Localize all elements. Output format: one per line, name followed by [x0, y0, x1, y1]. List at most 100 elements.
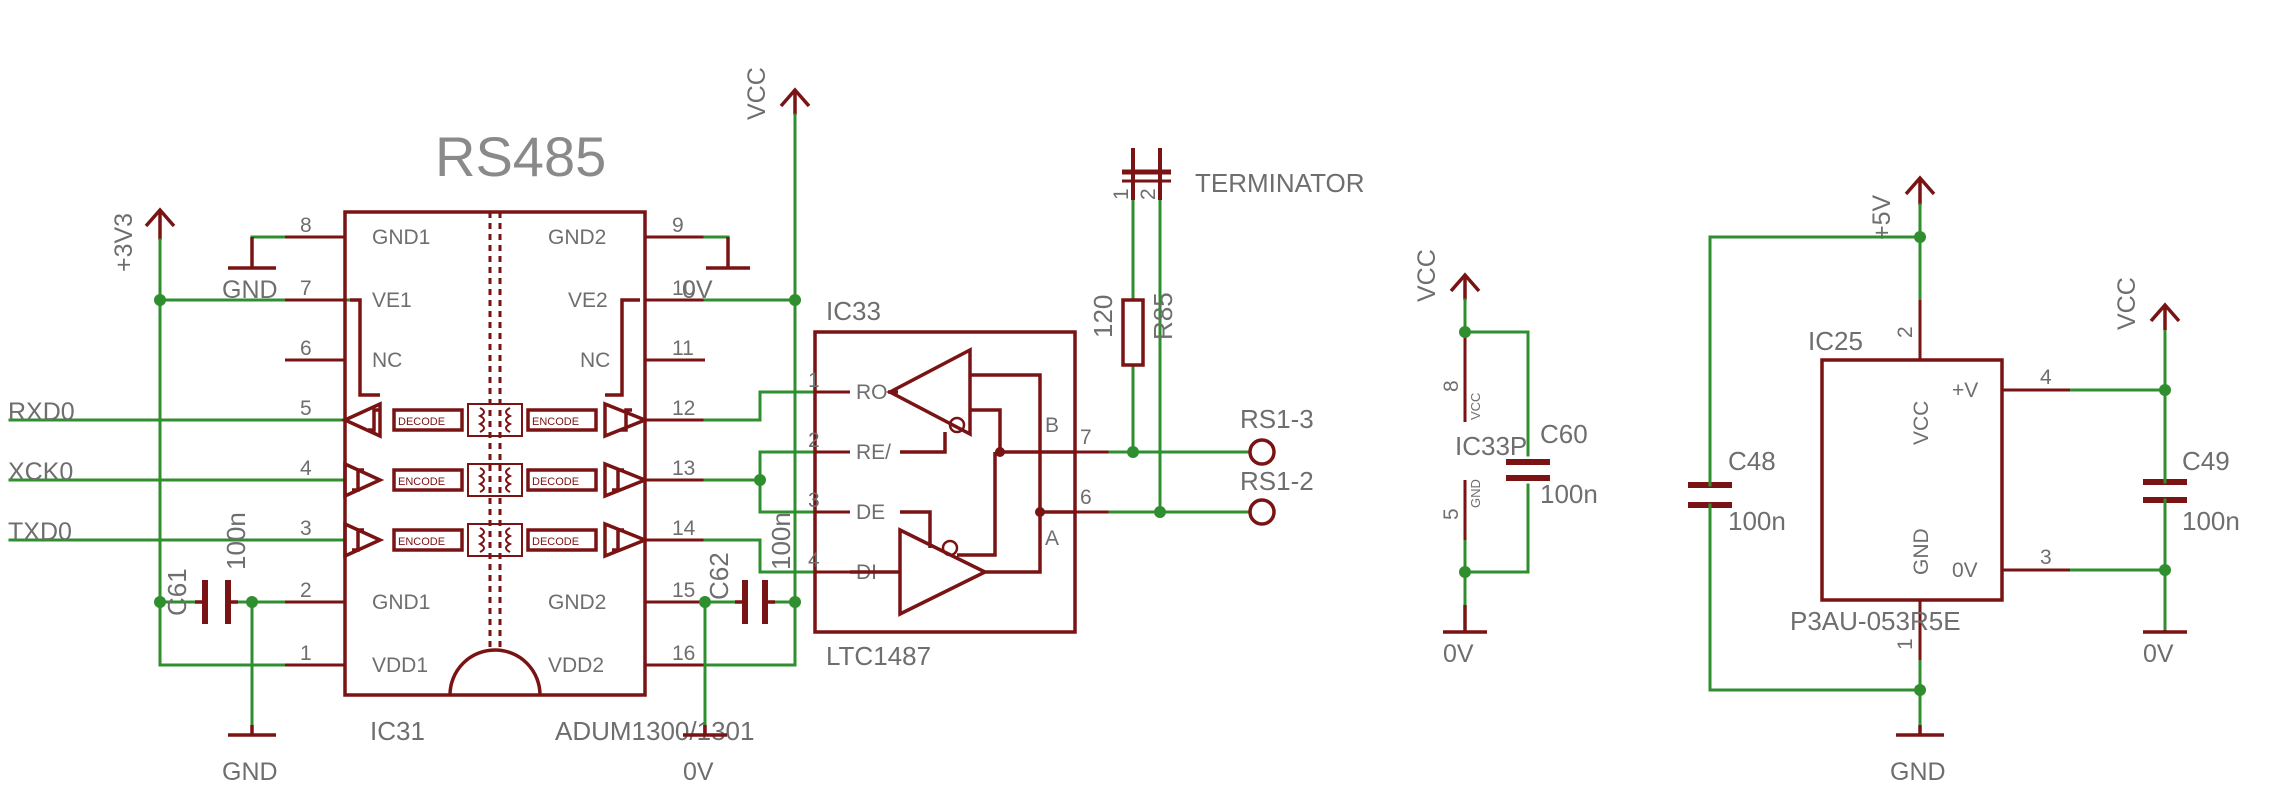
svg-text:VCC: VCC [2113, 277, 2141, 330]
svg-text:100n: 100n [221, 512, 251, 570]
jumper-terminator: 1 2 TERMINATOR [1110, 148, 1364, 200]
ic33p-name: IC33P [1455, 431, 1527, 461]
wires-bus [1108, 198, 1252, 518]
svg-text:DE: DE [856, 501, 885, 524]
svg-text:RE/: RE/ [856, 441, 891, 464]
svg-text:RO: RO [856, 381, 888, 404]
svg-text:4: 4 [808, 549, 820, 572]
svg-text:ENCODE: ENCODE [532, 416, 579, 428]
svg-text:GND: GND [222, 758, 278, 786]
svg-text:100n: 100n [1540, 479, 1598, 509]
svg-text:1: 1 [808, 369, 820, 392]
ic25-value: P3AU-053R5E [1790, 606, 1961, 636]
svg-text:NC: NC [580, 349, 610, 372]
svg-text:4: 4 [300, 457, 312, 480]
svg-text:1: 1 [1894, 638, 1917, 650]
capacitor-c49: C49 100n [2143, 446, 2240, 536]
ic33-transceiver: IC33 LTC1487 1 2 3 4 RO RE/ DE DI B A [808, 296, 1110, 671]
svg-text:9: 9 [672, 214, 684, 237]
svg-text:4: 4 [2040, 366, 2052, 389]
svg-text:100n: 100n [766, 512, 796, 570]
ic25-dcdc: IC25 P3AU-053R5E 2 VCC 1 GND 4 +V 3 0V [1790, 300, 2070, 660]
svg-text:2: 2 [1137, 188, 1160, 200]
svg-text:8: 8 [1440, 380, 1463, 392]
svg-text:GND1: GND1 [372, 591, 430, 614]
svg-text:14: 14 [672, 517, 696, 540]
svg-text:VDD1: VDD1 [372, 654, 428, 677]
capacitor-c48: C48 100n [1688, 446, 1786, 536]
svg-text:12: 12 [672, 397, 695, 420]
ic33p-power: 8 VCC 5 GND IC33P [1440, 298, 1530, 607]
wires-middle [699, 113, 817, 727]
gnd-symbol-ic25: GND [1890, 725, 1946, 786]
svg-text:7: 7 [1080, 426, 1092, 449]
svg-text:C48: C48 [1728, 446, 1776, 476]
net-xck0: XCK0 [8, 458, 73, 486]
svg-text:3: 3 [808, 489, 820, 512]
svg-text:2: 2 [300, 579, 312, 602]
ic31-name: IC31 [370, 716, 425, 746]
svg-text:2: 2 [808, 429, 820, 452]
svg-text:7: 7 [300, 277, 312, 300]
svg-text:C49: C49 [2182, 446, 2230, 476]
schematic-title: RS485 [435, 125, 606, 188]
svg-text:VE2: VE2 [568, 289, 608, 312]
ic33-value: LTC1487 [826, 641, 931, 671]
svg-text:VCC: VCC [743, 67, 771, 120]
svg-text:1: 1 [300, 642, 312, 665]
supply-vcc-right: VCC [2113, 277, 2181, 330]
svg-text:8: 8 [300, 214, 312, 237]
svg-text:0V: 0V [1952, 559, 1978, 582]
svg-text:5: 5 [300, 397, 312, 420]
svg-text:VDD2: VDD2 [548, 654, 604, 677]
supply-vcc-ic33p: VCC [1413, 249, 1481, 302]
net-txd0: TXD0 [8, 518, 72, 546]
svg-text:GND: GND [1910, 528, 1933, 575]
svg-text:2: 2 [1894, 326, 1917, 338]
svg-text:0V: 0V [2143, 640, 2174, 668]
wires-left [8, 235, 352, 727]
svg-text:100n: 100n [2182, 506, 2240, 536]
ic31-isolator: 8 7 6 5 4 3 2 1 GND1 VE1 NC GND1 VDD1 9 … [285, 210, 754, 746]
ic33-name: IC33 [826, 296, 881, 326]
svg-text:+3V3: +3V3 [110, 213, 138, 272]
supply-3v3: +3V3 [110, 207, 176, 272]
svg-text:RS1-3: RS1-3 [1240, 404, 1314, 434]
svg-text:A: A [1045, 527, 1059, 550]
svg-text:GND: GND [1468, 479, 1483, 508]
svg-text:VE1: VE1 [372, 289, 412, 312]
terminator-label: TERMINATOR [1195, 168, 1364, 198]
svg-text:10: 10 [672, 277, 695, 300]
svg-text:11: 11 [672, 337, 694, 360]
svg-text:16: 16 [672, 642, 695, 665]
svg-text:GND: GND [222, 276, 278, 304]
svg-text:6: 6 [300, 337, 312, 360]
resistor-r85: 120 R85 [1088, 292, 1178, 367]
zero-v-symbol-middle: 0V [683, 725, 727, 786]
svg-text:GND2: GND2 [548, 226, 606, 249]
svg-text:0V: 0V [683, 758, 714, 786]
svg-text:C61: C61 [162, 568, 192, 616]
supply-vcc-middle: VCC [743, 67, 811, 120]
svg-text:ENCODE: ENCODE [398, 476, 445, 488]
svg-text:VCC: VCC [1910, 401, 1933, 445]
svg-text:100n: 100n [1728, 506, 1786, 536]
svg-text:DECODE: DECODE [532, 476, 579, 488]
capacitor-c60: C60 100n [1506, 419, 1598, 509]
svg-text:GND: GND [1890, 758, 1946, 786]
supply-5v: +5V [1868, 175, 1936, 240]
ic25-name: IC25 [1808, 326, 1863, 356]
svg-text:C62: C62 [704, 552, 734, 600]
svg-text:0V: 0V [682, 276, 713, 304]
svg-text:NC: NC [372, 349, 402, 372]
svg-text:VCC: VCC [1413, 249, 1441, 302]
gnd-symbol-bottom-left: GND [222, 725, 278, 786]
net-rxd0: RXD0 [8, 398, 75, 426]
capacitor-c62: C62 100n [704, 512, 796, 624]
connector-rs1-3: RS1-3 [1240, 404, 1314, 466]
svg-text:R85: R85 [1148, 292, 1178, 340]
svg-text:13: 13 [672, 457, 695, 480]
svg-text:3: 3 [2040, 546, 2052, 569]
ic31-value: ADUM1300/1301 [555, 716, 754, 746]
